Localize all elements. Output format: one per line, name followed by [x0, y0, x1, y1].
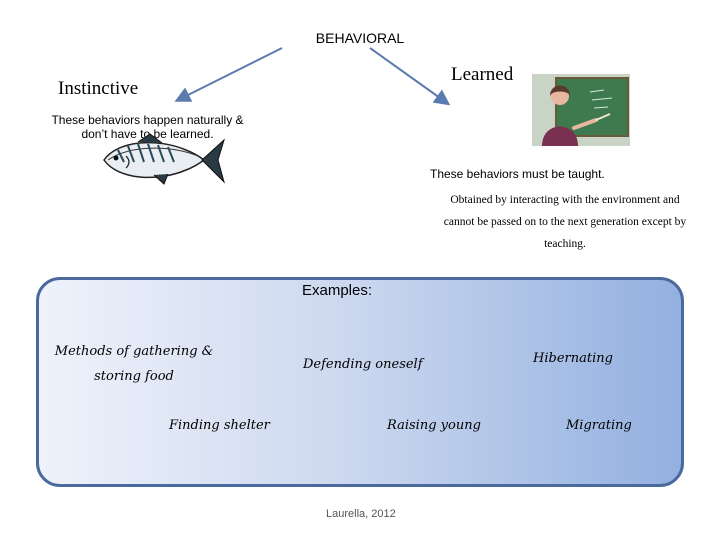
fish-illustration	[103, 133, 225, 185]
example-hibernating: Hibernating	[533, 351, 613, 366]
example-gathering-food: Methods of gathering & storing food	[54, 344, 214, 384]
example-raising-young: Raising young	[387, 418, 481, 433]
instinctive-heading: Instinctive	[58, 78, 139, 99]
learned-description-short: These behaviors must be taught.	[430, 167, 605, 181]
learned-heading: Learned	[451, 64, 514, 85]
instinctive-description: These behaviors happen naturally & don’t…	[51, 113, 244, 141]
teacher-photo	[532, 74, 630, 146]
example-migrating: Migrating	[566, 418, 632, 433]
examples-label: Examples:	[302, 282, 373, 299]
diagram-title: BEHAVIORAL	[315, 30, 405, 46]
example-defending: Defending oneself	[303, 357, 423, 372]
arrow-to-instinctive	[174, 47, 283, 102]
credit-text: Laurella, 2012	[326, 508, 396, 520]
arrow-to-learned	[369, 47, 451, 106]
examples-panel	[36, 277, 684, 487]
example-finding-shelter: Finding shelter	[169, 418, 270, 433]
learned-description-long: Obtained by interacting with the environ…	[443, 194, 687, 250]
